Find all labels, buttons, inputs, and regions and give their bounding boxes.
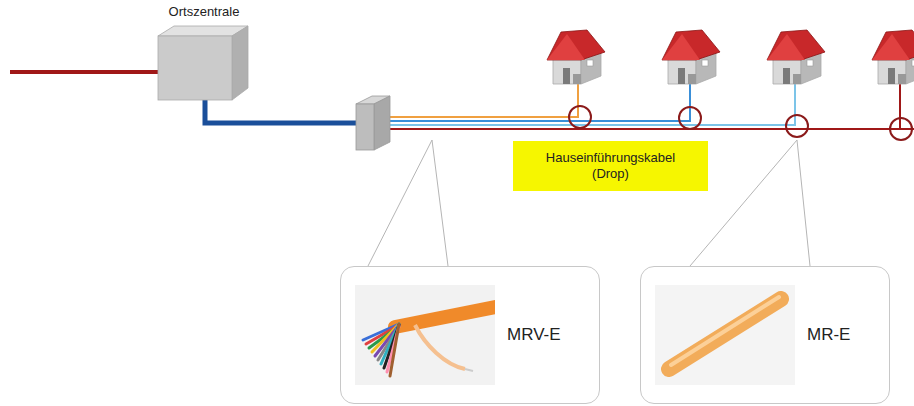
feeder-line — [10, 70, 160, 74]
cable-label: Hauseinführungskabel (Drop) — [513, 141, 708, 191]
node-title: Ortszentrale — [148, 4, 260, 20]
drop-line — [390, 84, 690, 121]
central-office: Ortszentrale — [148, 4, 260, 104]
cable-name: Hauseinführungskabel (Drop) — [531, 150, 691, 182]
house-icon — [547, 30, 605, 84]
office-box — [148, 22, 260, 106]
drop-line — [390, 84, 578, 117]
drop-line — [899, 84, 901, 129]
distribution-box — [356, 96, 390, 150]
cable-type: MR-E — [807, 325, 850, 345]
cable-type: MRV-E — [507, 325, 561, 345]
house-icon — [662, 30, 720, 84]
drop-line — [390, 84, 795, 125]
callout-box: MR-E — [640, 266, 890, 404]
callout-box: MRV-E — [340, 266, 600, 404]
cable-photo — [355, 285, 495, 385]
house-icon — [872, 30, 914, 84]
house-icon — [767, 30, 825, 84]
cable-photo — [655, 285, 795, 385]
leader-line — [368, 140, 810, 266]
drop-line — [390, 128, 914, 130]
trunk-line — [205, 98, 358, 123]
junction-circle — [569, 106, 912, 140]
